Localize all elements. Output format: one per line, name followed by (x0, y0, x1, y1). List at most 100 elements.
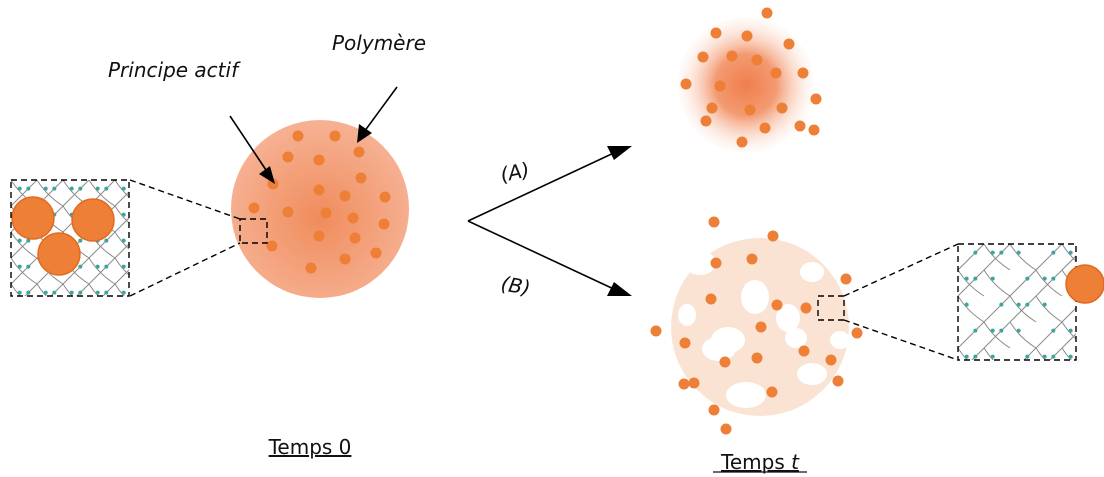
crosslink-node (78, 238, 83, 243)
drug-particle (248, 202, 260, 214)
drug-particle (798, 345, 810, 357)
drug-particle (710, 27, 722, 39)
crosslink-node (70, 317, 74, 321)
polymer-strand (0, 310, 11, 336)
polymer-strand (114, 180, 115, 181)
polymer-strand (0, 154, 11, 180)
polymer-strand (1035, 347, 1046, 360)
polymer-strand (983, 244, 1011, 271)
crosslink-node (44, 317, 48, 321)
polymer-strand (11, 310, 37, 336)
polymer-strand (1062, 244, 1063, 245)
crosslink-node (52, 317, 56, 321)
crosslink-node (43, 290, 48, 295)
zoom-inset-frame-left (10, 179, 130, 297)
drug-particle (761, 7, 773, 19)
polymer-strand (1035, 244, 1036, 245)
polymer-strand (983, 244, 984, 245)
polymer-strand (115, 310, 141, 336)
drug-particle (305, 262, 317, 274)
crosslink-node (939, 303, 943, 307)
crosslink-node (0, 239, 4, 243)
drug-particle (770, 67, 782, 79)
polymer-strand (141, 206, 167, 232)
crosslink-node (1077, 381, 1081, 385)
label-time-t: Temps t (720, 450, 800, 474)
polymer-strand (0, 154, 11, 180)
polymer-strand (958, 269, 985, 297)
drug-particle (697, 51, 709, 63)
crosslink-node (999, 225, 1003, 229)
drug-particle (267, 178, 279, 190)
crosslink-node (1068, 328, 1073, 333)
crosslink-node (26, 238, 31, 243)
polymer-strand (11, 310, 37, 336)
drug-particle (736, 136, 748, 148)
label-path-a: (A) (498, 157, 532, 187)
drug-particle (650, 325, 662, 337)
drug-particle (794, 120, 806, 132)
crosslink-node (1095, 329, 1099, 333)
polymer-strand (11, 180, 38, 207)
crosslink-node (69, 186, 74, 191)
polymer-strand (983, 347, 994, 360)
crosslink-node (78, 290, 83, 295)
drug-particle (313, 184, 325, 196)
drug-particle (741, 30, 753, 42)
crosslink-node (95, 290, 100, 295)
polymer-strand (1010, 374, 1036, 400)
drug-particle (705, 293, 717, 305)
polymer-strand (1061, 347, 1072, 360)
drug-particle (680, 78, 692, 90)
polymer-strand (1062, 374, 1088, 400)
drug-particle (353, 146, 365, 158)
drug-particle (800, 302, 812, 314)
crosslink-node (44, 161, 48, 165)
erosion-pore (830, 331, 850, 349)
crosslink-node (148, 213, 152, 217)
crosslink-node (1095, 251, 1099, 255)
polymer-strand (141, 232, 167, 258)
polymer-strand (141, 310, 167, 336)
polymer-strand (958, 321, 959, 322)
zoom-line (843, 319, 959, 361)
polymer-strand (114, 243, 129, 259)
drug-particle (851, 327, 863, 339)
crosslink-node (973, 328, 978, 333)
drug-particle-large (37, 232, 81, 276)
polymer-strand (11, 232, 12, 233)
drug-particle (720, 423, 732, 435)
zoom-line (129, 179, 241, 220)
crosslink-node (973, 276, 978, 281)
crosslink-node (1025, 381, 1029, 385)
crosslink-node (947, 303, 951, 307)
polymer-strand (0, 284, 11, 310)
drug-particle (751, 352, 763, 364)
polymer-strand (141, 258, 167, 284)
polymer-strand (1049, 347, 1063, 360)
polymer-strand (958, 348, 959, 349)
polymer-strand (1061, 307, 1076, 323)
polymer-strand (1061, 333, 1076, 349)
crosslink-node (999, 381, 1003, 385)
polymer-strand (11, 258, 12, 259)
crosslink-node (1025, 302, 1030, 307)
polymer-strand (89, 180, 90, 181)
polymer-strand (958, 269, 959, 270)
drug-particle (751, 54, 763, 66)
crosslink-node (104, 317, 108, 321)
polymer-matrix (231, 120, 409, 298)
polymer-strand (141, 232, 167, 258)
polymer-strand (11, 180, 12, 181)
crosslink-node (156, 265, 160, 269)
drug-particle (755, 321, 767, 333)
polymer-strand (1009, 244, 1037, 271)
polymer-strand (11, 205, 12, 206)
crosslink-node (156, 161, 160, 165)
polymer-strand (958, 374, 984, 400)
polymer-strand (141, 180, 167, 206)
polymer-strand (114, 217, 129, 233)
crosslink-node (78, 161, 82, 165)
drug-particle (347, 212, 359, 224)
zoom-inset-eroded (939, 225, 1099, 400)
